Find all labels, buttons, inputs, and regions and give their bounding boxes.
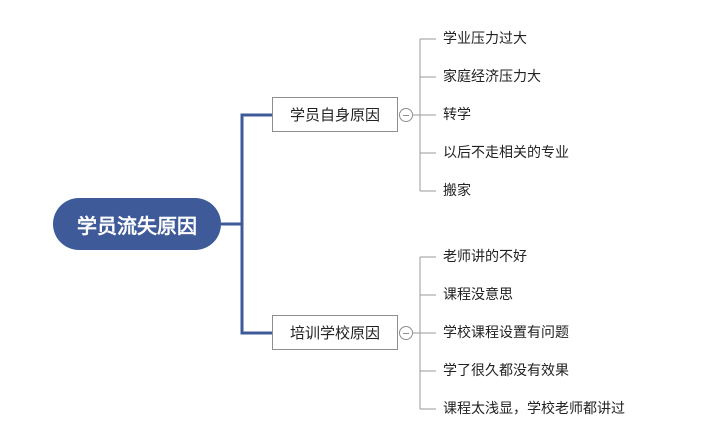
leaf-topic[interactable]: 课程太浅显，学校老师都讲过: [443, 401, 625, 417]
root-topic[interactable]: 学员流失原因: [53, 198, 221, 250]
collapse-toggle-icon[interactable]: [399, 108, 413, 122]
leaf-topic[interactable]: 转学: [443, 107, 471, 123]
branch-topic-self[interactable]: 学员自身原因: [272, 97, 398, 132]
collapse-toggle-icon[interactable]: [399, 326, 413, 340]
root-connector-bottom: [240, 224, 272, 335]
leaf-topic[interactable]: 课程没意思: [443, 287, 513, 303]
branch-topic-label: 学员自身原因: [289, 106, 380, 124]
branch-topic-label: 培训学校原因: [289, 324, 380, 342]
leaf-topic[interactable]: 学了很久都没有效果: [443, 363, 569, 379]
leaf-topic[interactable]: 以后不走相关的专业: [443, 145, 569, 161]
leaf-topic[interactable]: 老师讲的不好: [443, 249, 527, 265]
leaf-topic[interactable]: 学校课程设置有问题: [443, 325, 569, 341]
root-topic-label: 学员流失原因: [77, 213, 197, 238]
branch-topic-school[interactable]: 培训学校原因: [272, 315, 398, 350]
root-connector-top: [221, 113, 272, 226]
leaf-topic[interactable]: 搬家: [443, 183, 471, 199]
leaf-topic[interactable]: 家庭经济压力大: [443, 69, 541, 85]
leaf-topic[interactable]: 学业压力过大: [443, 31, 527, 47]
